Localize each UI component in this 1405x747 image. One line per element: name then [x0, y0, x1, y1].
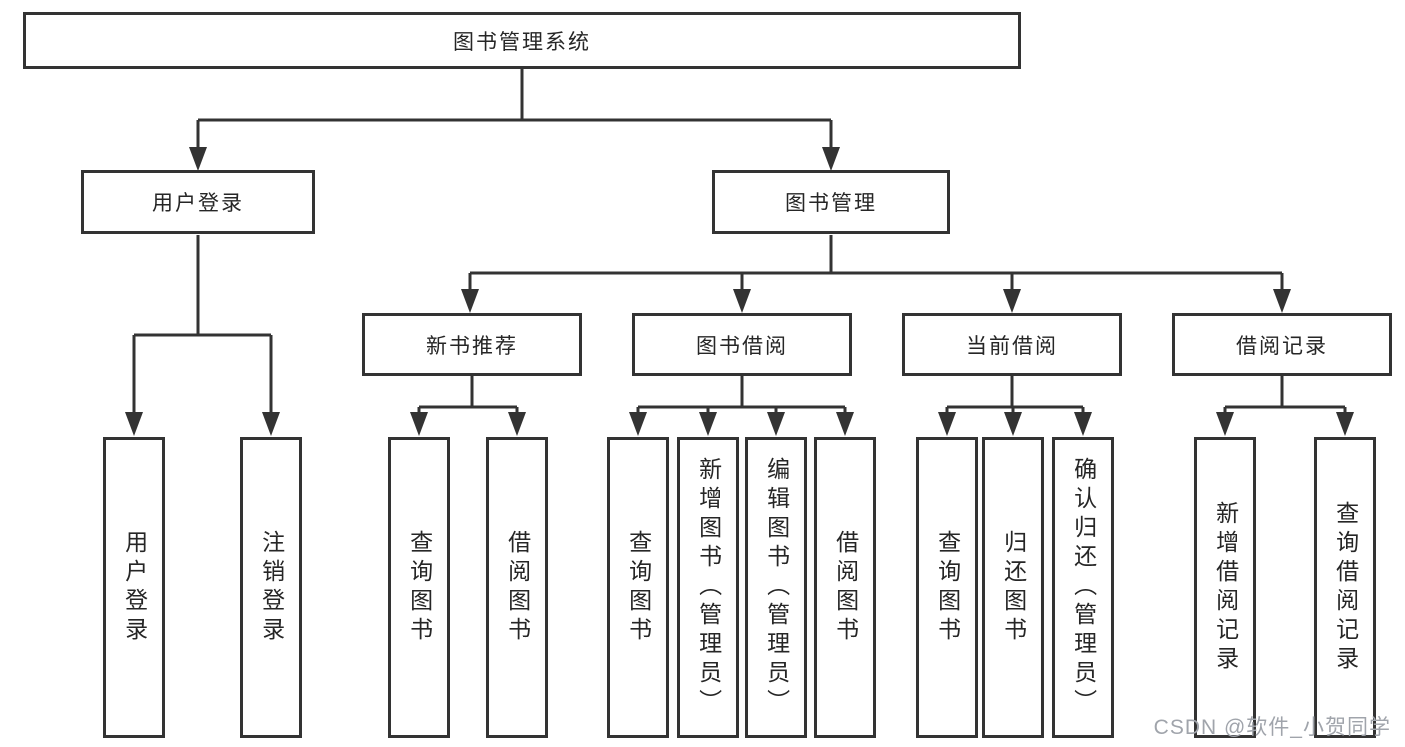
- arrowhead-icon: [189, 147, 207, 171]
- arrowhead-icon: [822, 147, 840, 171]
- leaf-current-return-books: 归还图书: [982, 437, 1044, 738]
- node-label: 图书管理系统: [453, 30, 591, 54]
- node-label: 借阅图书: [832, 529, 859, 646]
- arrowhead-icon: [733, 289, 751, 313]
- node-label: 新书推荐: [426, 334, 518, 358]
- node-label: 图书借阅: [696, 334, 788, 358]
- connector-book-borrow-children: [629, 376, 854, 436]
- csdn-watermark: CSDN @软件_小贺同学: [1153, 716, 1391, 739]
- node-label: 归还图书: [1000, 529, 1027, 646]
- arrowhead-icon: [699, 412, 717, 436]
- leaf-current-query-books: 查询图书: [916, 437, 978, 738]
- leaf-borrowing-edit-books-admin: 编辑图书（管理员）: [745, 437, 807, 738]
- node-label: 图书管理: [785, 192, 877, 215]
- arrowhead-icon: [1074, 412, 1092, 436]
- arrowhead-icon: [1336, 412, 1354, 436]
- arrowhead-icon: [125, 412, 143, 436]
- connector-user-login-children: [125, 235, 280, 436]
- connector-current-borrow-children: [938, 376, 1092, 436]
- node-label: 注销登录: [258, 529, 285, 646]
- arrowhead-icon: [262, 412, 280, 436]
- node-label: 新增借阅记录: [1212, 500, 1239, 675]
- connector-borrow-records-children: [1216, 376, 1354, 436]
- node-label: 借阅记录: [1236, 334, 1328, 358]
- node-label: 借阅图书: [504, 529, 531, 646]
- leaf-current-confirm-return-admin: 确认归还（管理员）: [1052, 437, 1114, 738]
- arrowhead-icon: [1216, 412, 1234, 436]
- arrowhead-icon: [508, 412, 526, 436]
- node-new-book-recommend: 新书推荐: [362, 313, 582, 376]
- node-label: 查询图书: [625, 529, 652, 646]
- leaf-records-add-record: 新增借阅记录: [1194, 437, 1256, 738]
- leaf-newbooks-query-books: 查询图书: [388, 437, 450, 738]
- node-label: 查询借阅记录: [1332, 500, 1359, 675]
- leaf-borrowing-borrow-books: 借阅图书: [814, 437, 876, 738]
- arrowhead-icon: [629, 412, 647, 436]
- arrowhead-icon: [938, 412, 956, 436]
- node-book-management: 图书管理: [712, 170, 950, 234]
- connector-path: [1223, 376, 1347, 414]
- connector-path: [468, 235, 1284, 292]
- leaf-borrowing-query-books: 查询图书: [607, 437, 669, 738]
- arrowhead-icon: [767, 412, 785, 436]
- leaf-newbooks-borrow-books: 借阅图书: [486, 437, 548, 738]
- leaf-user-login: 用户登录: [103, 437, 165, 738]
- arrowhead-icon: [410, 412, 428, 436]
- node-current-borrowing: 当前借阅: [902, 313, 1122, 376]
- arrowhead-icon: [1003, 289, 1021, 313]
- arrowhead-icon: [1004, 412, 1022, 436]
- connector-book-mgmt-to-level3: [461, 235, 1291, 313]
- connector-path: [636, 376, 847, 414]
- node-borrow-records: 借阅记录: [1172, 313, 1392, 376]
- leaf-records-query-record: 查询借阅记录: [1314, 437, 1376, 738]
- connector-new-books-children: [410, 376, 526, 436]
- leaf-logout: 注销登录: [240, 437, 302, 738]
- node-label: 用户登录: [121, 529, 148, 646]
- node-label: 查询图书: [934, 529, 961, 646]
- node-label: 新增图书（管理员）: [695, 457, 722, 718]
- node-label: 用户登录: [152, 192, 244, 215]
- node-label: 编辑图书（管理员）: [763, 457, 790, 718]
- node-book-borrowing: 图书借阅: [632, 313, 852, 376]
- arrowhead-icon: [1273, 289, 1291, 313]
- node-label: 当前借阅: [966, 334, 1058, 358]
- node-label: 确认归还（管理员）: [1070, 457, 1097, 718]
- connector-path: [132, 235, 273, 414]
- connector-path: [945, 376, 1085, 414]
- connector-root-to-level2: [189, 69, 840, 171]
- connector-path: [196, 69, 833, 150]
- arrowhead-icon: [461, 289, 479, 313]
- node-user-login: 用户登录: [81, 170, 315, 234]
- node-label: 查询图书: [406, 529, 433, 646]
- leaf-borrowing-add-books-admin: 新增图书（管理员）: [677, 437, 739, 738]
- node-system-root: 图书管理系统: [23, 12, 1021, 69]
- connector-path: [417, 376, 519, 414]
- arrowhead-icon: [836, 412, 854, 436]
